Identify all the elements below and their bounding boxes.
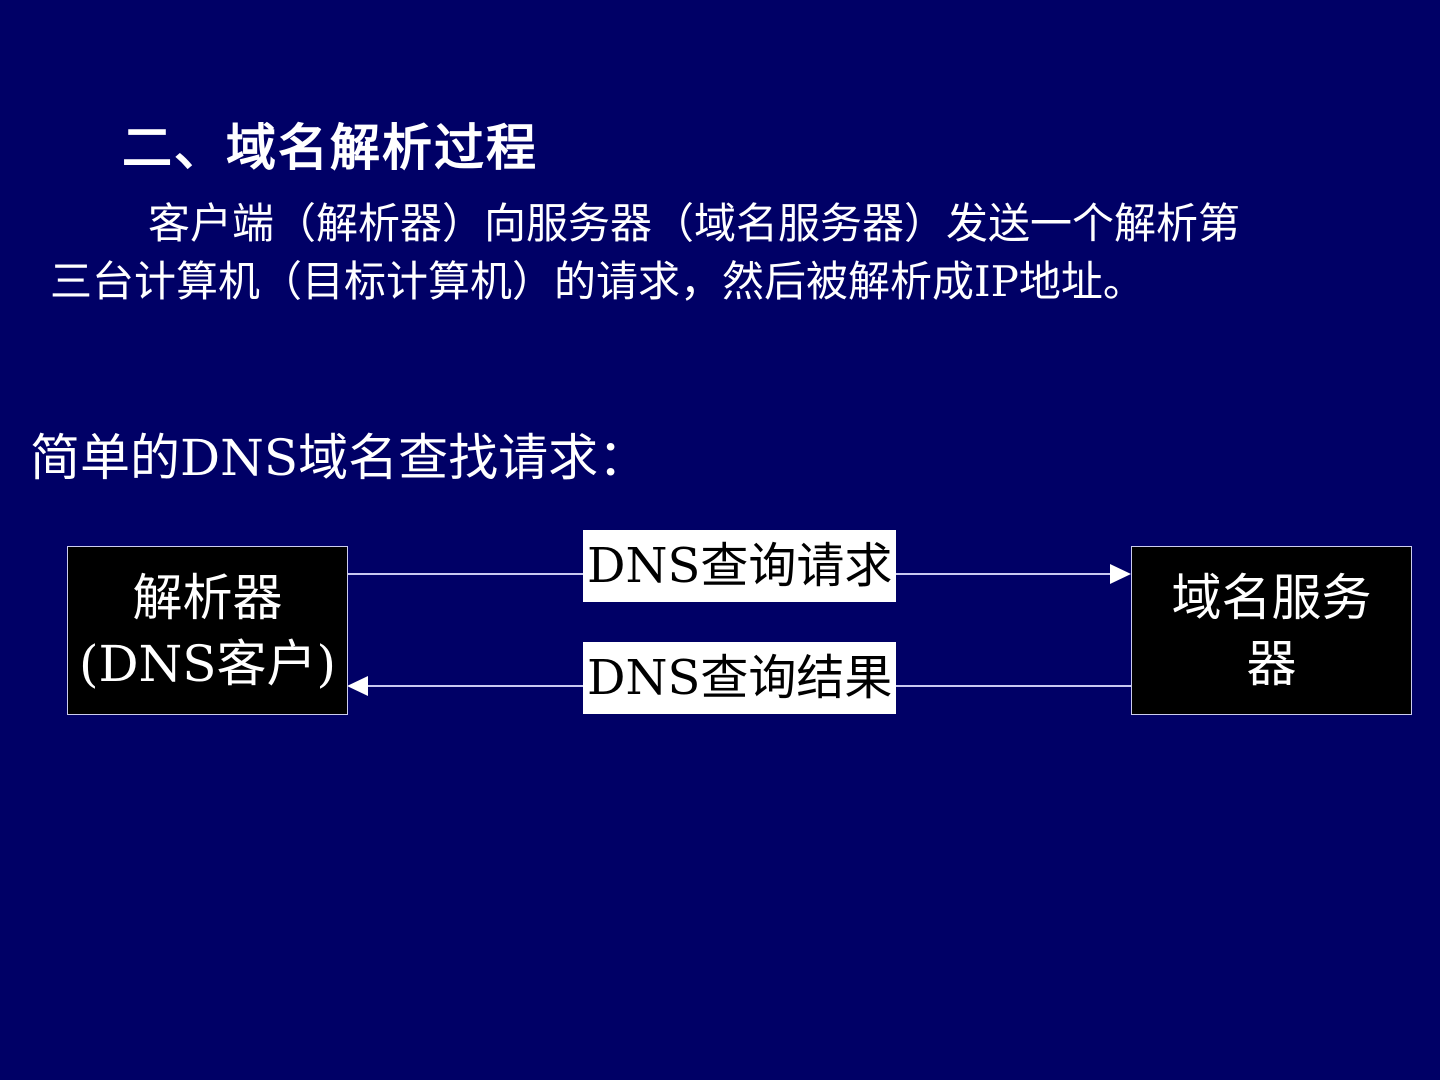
paragraph-line-1: 客户端（解析器）向服务器（域名服务器）发送一个解析第 [148,199,1241,248]
dns-server-box: 域名服务器 [1131,546,1412,715]
response-arrowhead-icon [347,676,368,696]
server-label: 域名服务器 [1171,568,1372,693]
paragraph-line-2: 三台计算机（目标计算机）的请求，然后被解析成IP地址。 [50,257,1145,306]
client-sublabel: (DNS客户) [78,634,337,693]
request-label: DNS查询请求 [583,530,897,602]
diagram-heading: 简单的DNS域名查找请求： [30,429,649,487]
slide-title: 二、域名解析过程 [122,119,538,177]
response-label: DNS查询结果 [583,642,897,714]
client-label: 解析器 [132,568,283,627]
request-arrowhead-icon [1110,564,1131,584]
resolver-client-box: 解析器 (DNS客户) [67,546,348,715]
